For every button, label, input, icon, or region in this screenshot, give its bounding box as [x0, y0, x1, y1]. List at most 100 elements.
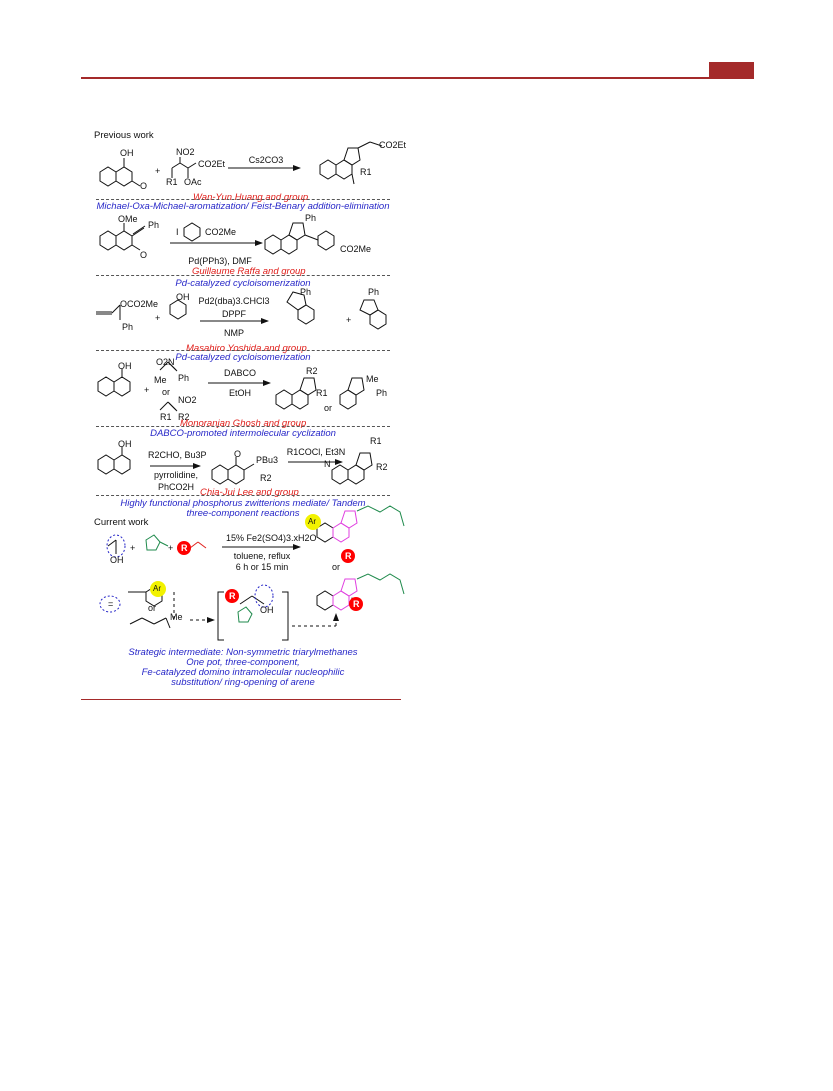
header-rule: [81, 77, 754, 79]
propargyl-carbonate-structure: [96, 304, 121, 320]
method-row5-line2: three-component reactions: [186, 508, 300, 519]
separator-1: [96, 199, 390, 200]
atom-ph-4: Ph: [178, 373, 190, 383]
badge-r-product-a: [341, 549, 355, 563]
reagent-current-mid: toluene, reflux: [233, 551, 291, 561]
atom-ome-2: OMe: [118, 214, 138, 224]
badge-ar-product: [305, 514, 321, 530]
furopyrone-product-3a: [286, 291, 315, 325]
atom-r1-4: R1: [160, 412, 172, 422]
badge-r-label-intermediate: R: [229, 591, 236, 601]
dashed-connectors: [173, 592, 339, 627]
separator-4: [96, 426, 390, 427]
atom-co2me-2: CO2Me: [205, 227, 237, 237]
atom-oh-4: OH: [118, 361, 132, 371]
or-current: or: [332, 562, 341, 572]
atom-me-product-4: Me: [366, 374, 379, 384]
furopyrone-product-3b: [359, 299, 387, 330]
badge-r-aldehyde: [177, 541, 191, 555]
method-row2: Pd-catalyzed cycloisomerization: [175, 278, 311, 289]
atom-oac-1: OAc: [184, 177, 202, 187]
atom-r1-product-4: R1: [316, 388, 328, 398]
summary-line1: Strategic intermediate: Non-symmetric tr…: [128, 647, 358, 658]
or-4a: or: [162, 387, 171, 397]
atom-o-1: O: [140, 181, 148, 191]
reagent-row5-bottom2: PhCO2H: [157, 482, 194, 492]
atom-ph-product-3b: Ph: [368, 287, 380, 297]
reagent-row4-bottom: EtOH: [228, 388, 251, 398]
atom-no2-1: NO2: [176, 147, 195, 157]
coumarin-structure-5: [97, 447, 131, 475]
header-tab: [709, 62, 754, 78]
atom-ph-2: Ph: [148, 220, 160, 230]
atom-r1-1: R1: [166, 177, 178, 187]
dashed-circle-aryl: [99, 595, 121, 613]
badge-r-label-product-b: R: [353, 599, 360, 609]
badge-ar-aryl: [150, 581, 166, 597]
atom-oh-5: OH: [118, 439, 132, 449]
current-enol-structure: [107, 539, 117, 554]
atom-co2et-product-1: CO2Et: [379, 140, 407, 150]
pyrone-structure: [169, 299, 187, 320]
reagent-row5-second: R1COCl, Et3N: [286, 447, 346, 457]
atom-r1-product-1: R1: [360, 167, 372, 177]
author-row5: Chia-Jui Lee and group: [200, 487, 299, 498]
atom-me-4: Me: [154, 375, 167, 385]
badge-r-label-1: R: [181, 543, 188, 553]
atom-o-5: O: [234, 449, 242, 459]
atom-o-2: O: [140, 250, 148, 260]
atom-co2me-product-2: CO2Me: [340, 244, 372, 254]
method-row1: Michael-Oxa-Michael-aromatization/ Feist…: [96, 201, 390, 212]
atom-ph-3: Ph: [122, 322, 134, 332]
atom-r2-4: R2: [178, 412, 190, 422]
atom-ph-product-4: Ph: [376, 388, 388, 398]
zwitterion-intermediate: [211, 457, 255, 485]
plus-3: +: [155, 313, 161, 323]
reagent-row3-mid: DPPF: [221, 309, 246, 319]
badge-r-intermediate: [225, 589, 239, 603]
current-product-b: [316, 573, 405, 611]
separator-5: [96, 495, 390, 496]
summary-line2: One pot, three-component,: [186, 657, 300, 668]
reagent-row1: Cs2CO3: [248, 155, 284, 165]
method-row5-line1: Highly functional phosphorus zwitterions…: [120, 498, 366, 509]
alkynyl-coumarin-structure: [99, 223, 146, 251]
current-product-a: [316, 505, 405, 543]
atom-n-5: N: [324, 459, 331, 469]
furocoumarin-product-2: [264, 222, 335, 255]
method-row3: Pd-catalyzed cycloisomerization: [175, 352, 311, 363]
atom-ph-product-3: Ph: [300, 287, 312, 297]
badge-ar-label-aryl: Ar: [153, 584, 161, 593]
atom-co2et-1: CO2Et: [198, 159, 226, 169]
badges: [150, 514, 363, 611]
furopyrone-product-4b: [339, 377, 365, 410]
nitro-alkene-structure-4: [159, 361, 178, 412]
nitro-alkene-structure: [171, 157, 197, 178]
eq-current: =: [108, 599, 114, 609]
separator-2: [96, 275, 390, 276]
badge-ar-label-product: Ar: [308, 517, 316, 526]
atom-r2-product-5: R2: [376, 462, 388, 472]
atom-oco2me-3: OCO2Me: [120, 299, 159, 309]
coumarin-structure-1: [99, 158, 141, 187]
coumarin-structure-4: [97, 369, 131, 397]
atom-pbu3-5: PBu3: [256, 455, 279, 465]
footer-rule: [81, 699, 401, 700]
summary-line4: substitution/ ring-opening of arene: [171, 677, 315, 688]
plus-3b: +: [346, 315, 352, 325]
atom-o2n-4: O2N: [156, 357, 175, 367]
reagent-row3-top: Pd2(dba)3.CHCl3: [198, 296, 270, 306]
previous-work-label: Previous work: [94, 130, 154, 141]
atom-i-2: I: [176, 227, 179, 237]
iodo-benzoate-structure: [183, 222, 201, 242]
or-4b: or: [324, 403, 333, 413]
dashed-circle-enol: [106, 534, 126, 558]
badge-r-product-b: [349, 597, 363, 611]
atom-me-current: Me: [170, 612, 183, 622]
or-current-2: or: [148, 603, 157, 613]
reagent-row5-bottom1: pyrrolidine,: [153, 470, 199, 480]
dashed-circle-intermediate: [254, 584, 274, 608]
summary-line3: Fe-catalyzed domino intramolecular nucle…: [141, 667, 345, 678]
furocoumarin-product-1: [319, 141, 383, 185]
